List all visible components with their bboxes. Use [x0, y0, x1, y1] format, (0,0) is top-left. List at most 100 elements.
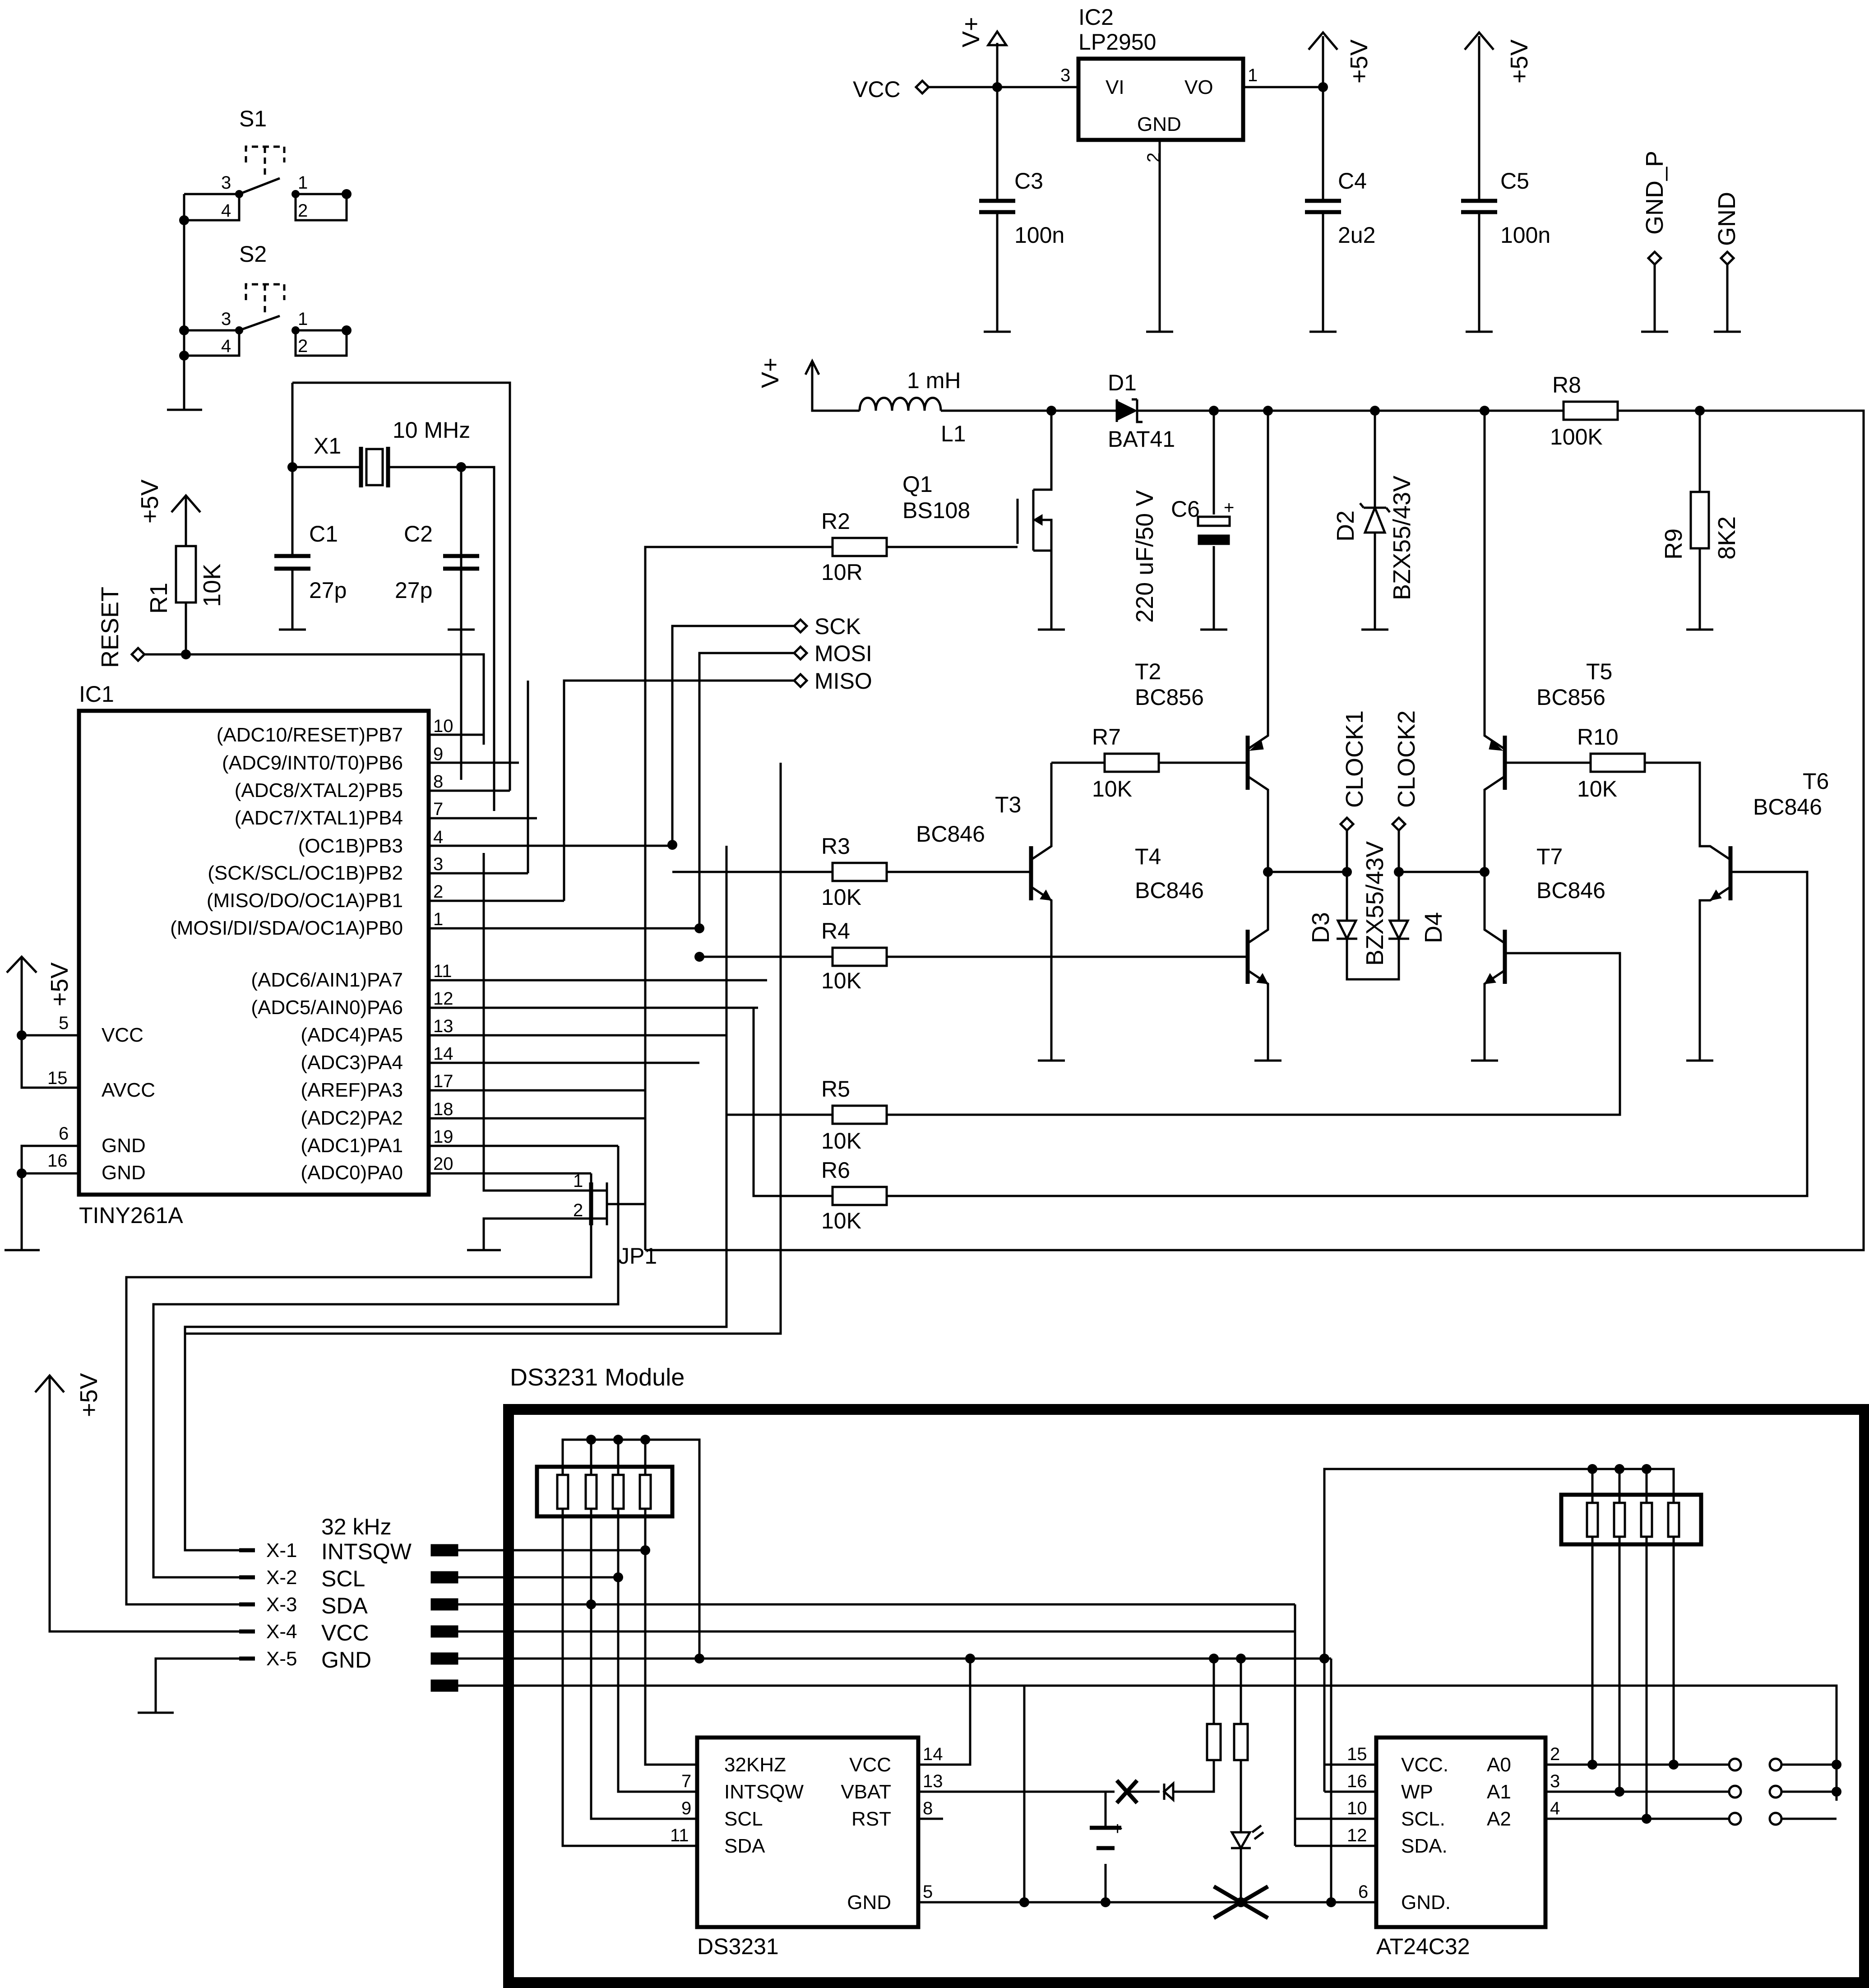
ic1-pin-num: 20	[433, 1154, 453, 1174]
t6-value: BC846	[1753, 794, 1822, 820]
d1-label: D1	[1108, 370, 1137, 395]
ic1-pin-num: 2	[433, 882, 443, 902]
junction-dot	[694, 923, 704, 933]
at24c32-body	[1374, 1735, 1548, 1929]
jp1-pin1: 1	[573, 1171, 583, 1191]
ic2-vi-label: VI	[1106, 76, 1124, 98]
x1-label: X1	[314, 433, 341, 459]
c2-value: 27p	[395, 578, 432, 603]
ic1-body	[77, 709, 431, 1197]
c4-capacitor	[1309, 87, 1337, 333]
r1-5v-arrow-icon	[171, 494, 201, 546]
r4-label: R4	[821, 918, 850, 944]
clock2-label: CLOCK2	[1393, 710, 1420, 808]
ds3231-pin: VBAT	[841, 1781, 891, 1803]
ic1-section: IC1 TINY261A (ADC10/RESET)PB7 (ADC9/INT0…	[5, 681, 767, 1251]
reset-section: +5V R1 10K RESET	[97, 479, 485, 735]
led-icon	[1230, 1831, 1252, 1851]
vcc-input-label: VCC	[853, 77, 901, 102]
junction-dot	[1615, 1464, 1624, 1474]
switch-gnd-wire	[167, 194, 202, 411]
ic1-pin-num: 1	[433, 909, 443, 929]
d1-value: BAT41	[1108, 426, 1175, 452]
junction-dot	[1209, 1654, 1219, 1664]
t4-value: BC846	[1135, 878, 1204, 903]
ic1-part: TINY261A	[79, 1203, 183, 1228]
wire-reset	[185, 602, 485, 735]
at24-pin: A1	[1487, 1781, 1511, 1803]
at24-pin: SCL.	[1401, 1808, 1445, 1830]
rnet-resistor	[1640, 1501, 1653, 1538]
ds3231-right-pins: VCC VBAT RST GND	[841, 1754, 891, 1914]
pad	[430, 1598, 458, 1611]
d2-label: D2	[1332, 510, 1359, 542]
t7-body	[1471, 873, 1506, 1062]
junction-dot	[1832, 1760, 1841, 1770]
rnet-resistor	[1586, 1501, 1599, 1538]
at24c32-label: AT24C32	[1376, 1934, 1470, 1959]
r2-resistor	[831, 537, 888, 557]
r9-resistor	[1689, 491, 1710, 550]
jumper-pad	[1728, 1812, 1742, 1826]
jp1-label: JP1	[618, 1243, 657, 1269]
ds3231-label: DS3231	[697, 1934, 779, 1959]
rnet-left-body	[535, 1464, 675, 1519]
wire-r2	[644, 546, 1018, 1250]
d2-value: BZX55/43V	[1388, 476, 1416, 600]
junction-dot	[1587, 1464, 1597, 1474]
junction-dot	[667, 840, 677, 850]
t4-arrow	[1256, 973, 1268, 984]
at24-pin-num: 4	[1550, 1798, 1560, 1818]
d3-label: D3	[1307, 912, 1334, 943]
junction-dot	[342, 189, 352, 199]
at24-pin: A2	[1487, 1808, 1511, 1830]
vbat-diode	[1128, 1760, 1215, 1803]
pad	[430, 1679, 458, 1692]
r1-value: 10K	[199, 564, 226, 607]
rnet-right-bottom	[1591, 1537, 1675, 1819]
r8-value: 100K	[1550, 424, 1603, 450]
c6-capacitor	[1200, 411, 1227, 631]
junction-dot	[17, 1030, 27, 1040]
address-jumpers	[1728, 1757, 1841, 1826]
r3-resistor	[831, 862, 888, 882]
ic2-gnd-label: GND	[1137, 113, 1181, 135]
conn-name: VCC	[321, 1620, 369, 1645]
r3-label: R3	[821, 834, 850, 859]
ic1-pin-num: 19	[433, 1127, 453, 1147]
ds3231-pin: RST	[851, 1808, 891, 1830]
ds3231-pin: VCC	[849, 1754, 891, 1776]
r10-resistor	[1589, 752, 1646, 773]
ds3231-module: DS3231 Module DS3231 32KHZ INTSQW SCL SD…	[430, 1364, 1869, 1988]
c6-plus: +	[1224, 498, 1234, 518]
t5-value: BC856	[1536, 685, 1605, 710]
spi-port-icons	[792, 618, 809, 689]
ic2-pin3: 3	[1060, 65, 1070, 85]
s2-pin	[291, 326, 300, 334]
spi-wires	[563, 625, 794, 928]
junction-dot	[1832, 1787, 1841, 1797]
c3-capacitor	[979, 87, 1015, 333]
wire-x2	[152, 1146, 620, 1579]
boost-vplus-label: V+	[757, 357, 784, 388]
pad	[430, 1652, 458, 1665]
wire-ic2-gnd	[1146, 140, 1173, 333]
c1-value: 27p	[309, 578, 347, 603]
conn-num: X-1	[266, 1539, 297, 1562]
ds3231-pin: GND	[847, 1891, 891, 1914]
t7-arrow	[1484, 973, 1496, 984]
c3-value: 100n	[1014, 222, 1064, 248]
at24-pin-num: 16	[1347, 1771, 1367, 1791]
r2-label: R2	[821, 509, 850, 534]
junction-dot	[1587, 1760, 1597, 1770]
s1-pin1: 1	[298, 173, 308, 193]
ds3231-pin-num: 13	[923, 1771, 943, 1791]
ic1-pin-stubs	[429, 733, 767, 1175]
wire-pb6	[185, 763, 782, 1335]
junction-dot	[17, 1168, 27, 1178]
junction-dot	[613, 1572, 623, 1582]
t7-label: T7	[1536, 844, 1563, 869]
t5-body	[1483, 411, 1506, 873]
t2-arrow	[1249, 740, 1264, 751]
sck-label: SCK	[814, 614, 861, 639]
